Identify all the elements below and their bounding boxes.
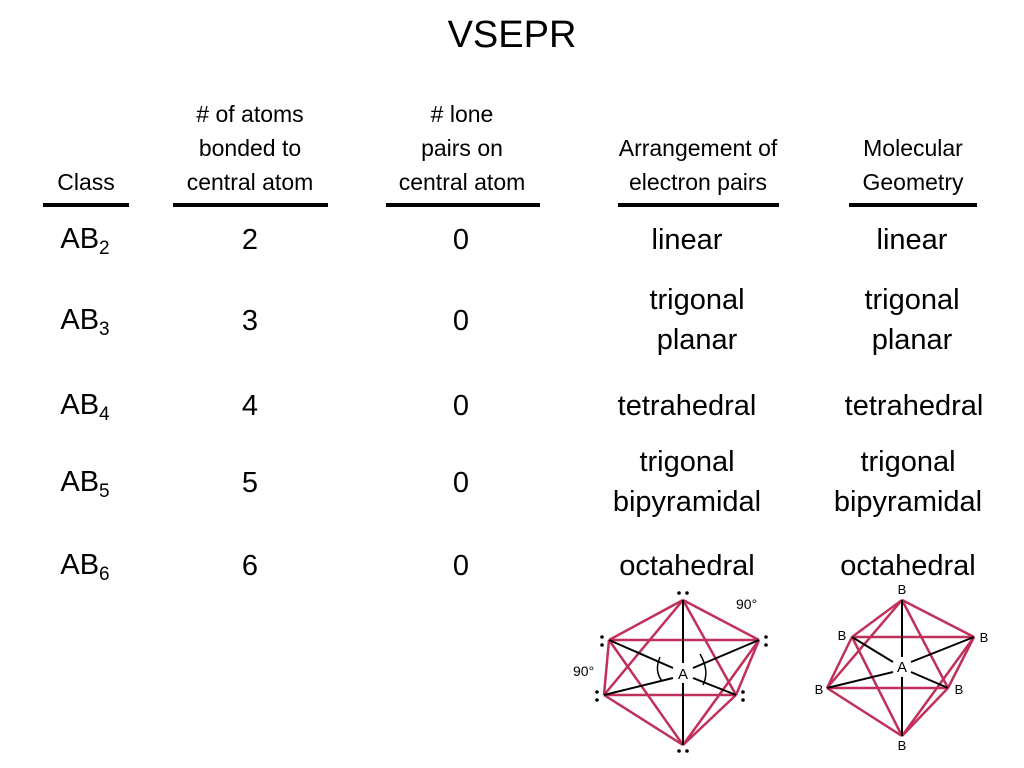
- angle-arcs: [656, 653, 707, 686]
- atoms-cell: 2: [241, 224, 259, 256]
- arrangement-cell: tetrahedral: [617, 390, 757, 422]
- atoms-cell: 5: [241, 467, 259, 499]
- header-arrangement: Arrangement of electron pairs: [618, 135, 778, 195]
- class-base: AB: [60, 304, 100, 336]
- bonds: [826, 600, 975, 736]
- geometry-cell: trigonal bipyramidal: [833, 446, 983, 518]
- header-molecular-geometry: Molecular Geometry: [862, 135, 964, 195]
- header-class: Class: [57, 169, 115, 195]
- lone-pairs-cell: 0: [452, 467, 470, 499]
- class-subscript: 6: [99, 564, 110, 585]
- arrangement-cell: octahedral: [619, 550, 755, 582]
- octahedron-edges: [825, 598, 976, 738]
- class-subscript: 2: [99, 238, 110, 259]
- class-base: AB: [60, 466, 100, 498]
- class-base: AB: [60, 389, 100, 421]
- outer-atom-labels: B B B B B B: [815, 582, 989, 753]
- outer-atom-label: B: [815, 682, 824, 697]
- geometry-cell: trigonal planar: [864, 284, 960, 356]
- outer-atom-label: B: [980, 630, 989, 645]
- lone-pairs-cell: 0: [452, 550, 470, 582]
- geometry-cell: tetrahedral: [844, 390, 984, 422]
- header-rule-geometry: [849, 203, 977, 207]
- class-cell: AB6: [25, 549, 145, 585]
- lone-pairs-cell: 0: [452, 390, 470, 422]
- class-cell: AB5: [25, 466, 145, 502]
- outer-atom-label: B: [838, 628, 847, 643]
- outer-atom-label: B: [898, 582, 907, 597]
- outer-atom-label: B: [955, 682, 964, 697]
- lone-pairs-cell: 0: [452, 305, 470, 337]
- class-cell: AB2: [25, 223, 145, 259]
- class-base: AB: [60, 549, 100, 581]
- geometry-cell: linear: [876, 224, 948, 256]
- lone-pair-dots: [595, 591, 768, 753]
- arrangement-cell: linear: [651, 224, 723, 256]
- header-lone-pairs: # lone pairs on central atom: [398, 101, 526, 195]
- class-subscript: 3: [99, 319, 110, 340]
- atoms-cell: 3: [241, 305, 259, 337]
- arrangement-cell: trigonal planar: [649, 284, 745, 356]
- header-rule-arrangement: [618, 203, 779, 207]
- geometry-cell: octahedral: [840, 550, 976, 582]
- central-atom-label: A: [897, 659, 907, 676]
- octahedron-edges: [602, 598, 761, 747]
- class-cell: AB3: [25, 304, 145, 340]
- angle-label-top: 90°: [736, 596, 757, 612]
- header-rule-class: [43, 203, 129, 207]
- page-title: VSEPR: [447, 14, 577, 56]
- central-atom-label: A: [678, 666, 688, 683]
- header-atoms-bonded: # of atoms bonded to central atom: [186, 101, 314, 195]
- octahedral-arrangement-diagram: A 90° 90°: [573, 591, 768, 753]
- arrangement-cell: trigonal bipyramidal: [612, 446, 762, 518]
- header-rule-lone: [386, 203, 540, 207]
- lone-pairs-cell: 0: [452, 224, 470, 256]
- atoms-cell: 4: [241, 390, 259, 422]
- class-subscript: 4: [99, 404, 110, 425]
- class-subscript: 5: [99, 481, 110, 502]
- outer-atom-label: B: [898, 738, 907, 753]
- header-rule-atoms: [173, 203, 328, 207]
- angle-label-left: 90°: [573, 663, 594, 679]
- class-cell: AB4: [25, 389, 145, 425]
- octahedral-geometry-diagram: B B B B B B A: [815, 582, 989, 753]
- atoms-cell: 6: [241, 550, 259, 582]
- class-base: AB: [60, 223, 100, 255]
